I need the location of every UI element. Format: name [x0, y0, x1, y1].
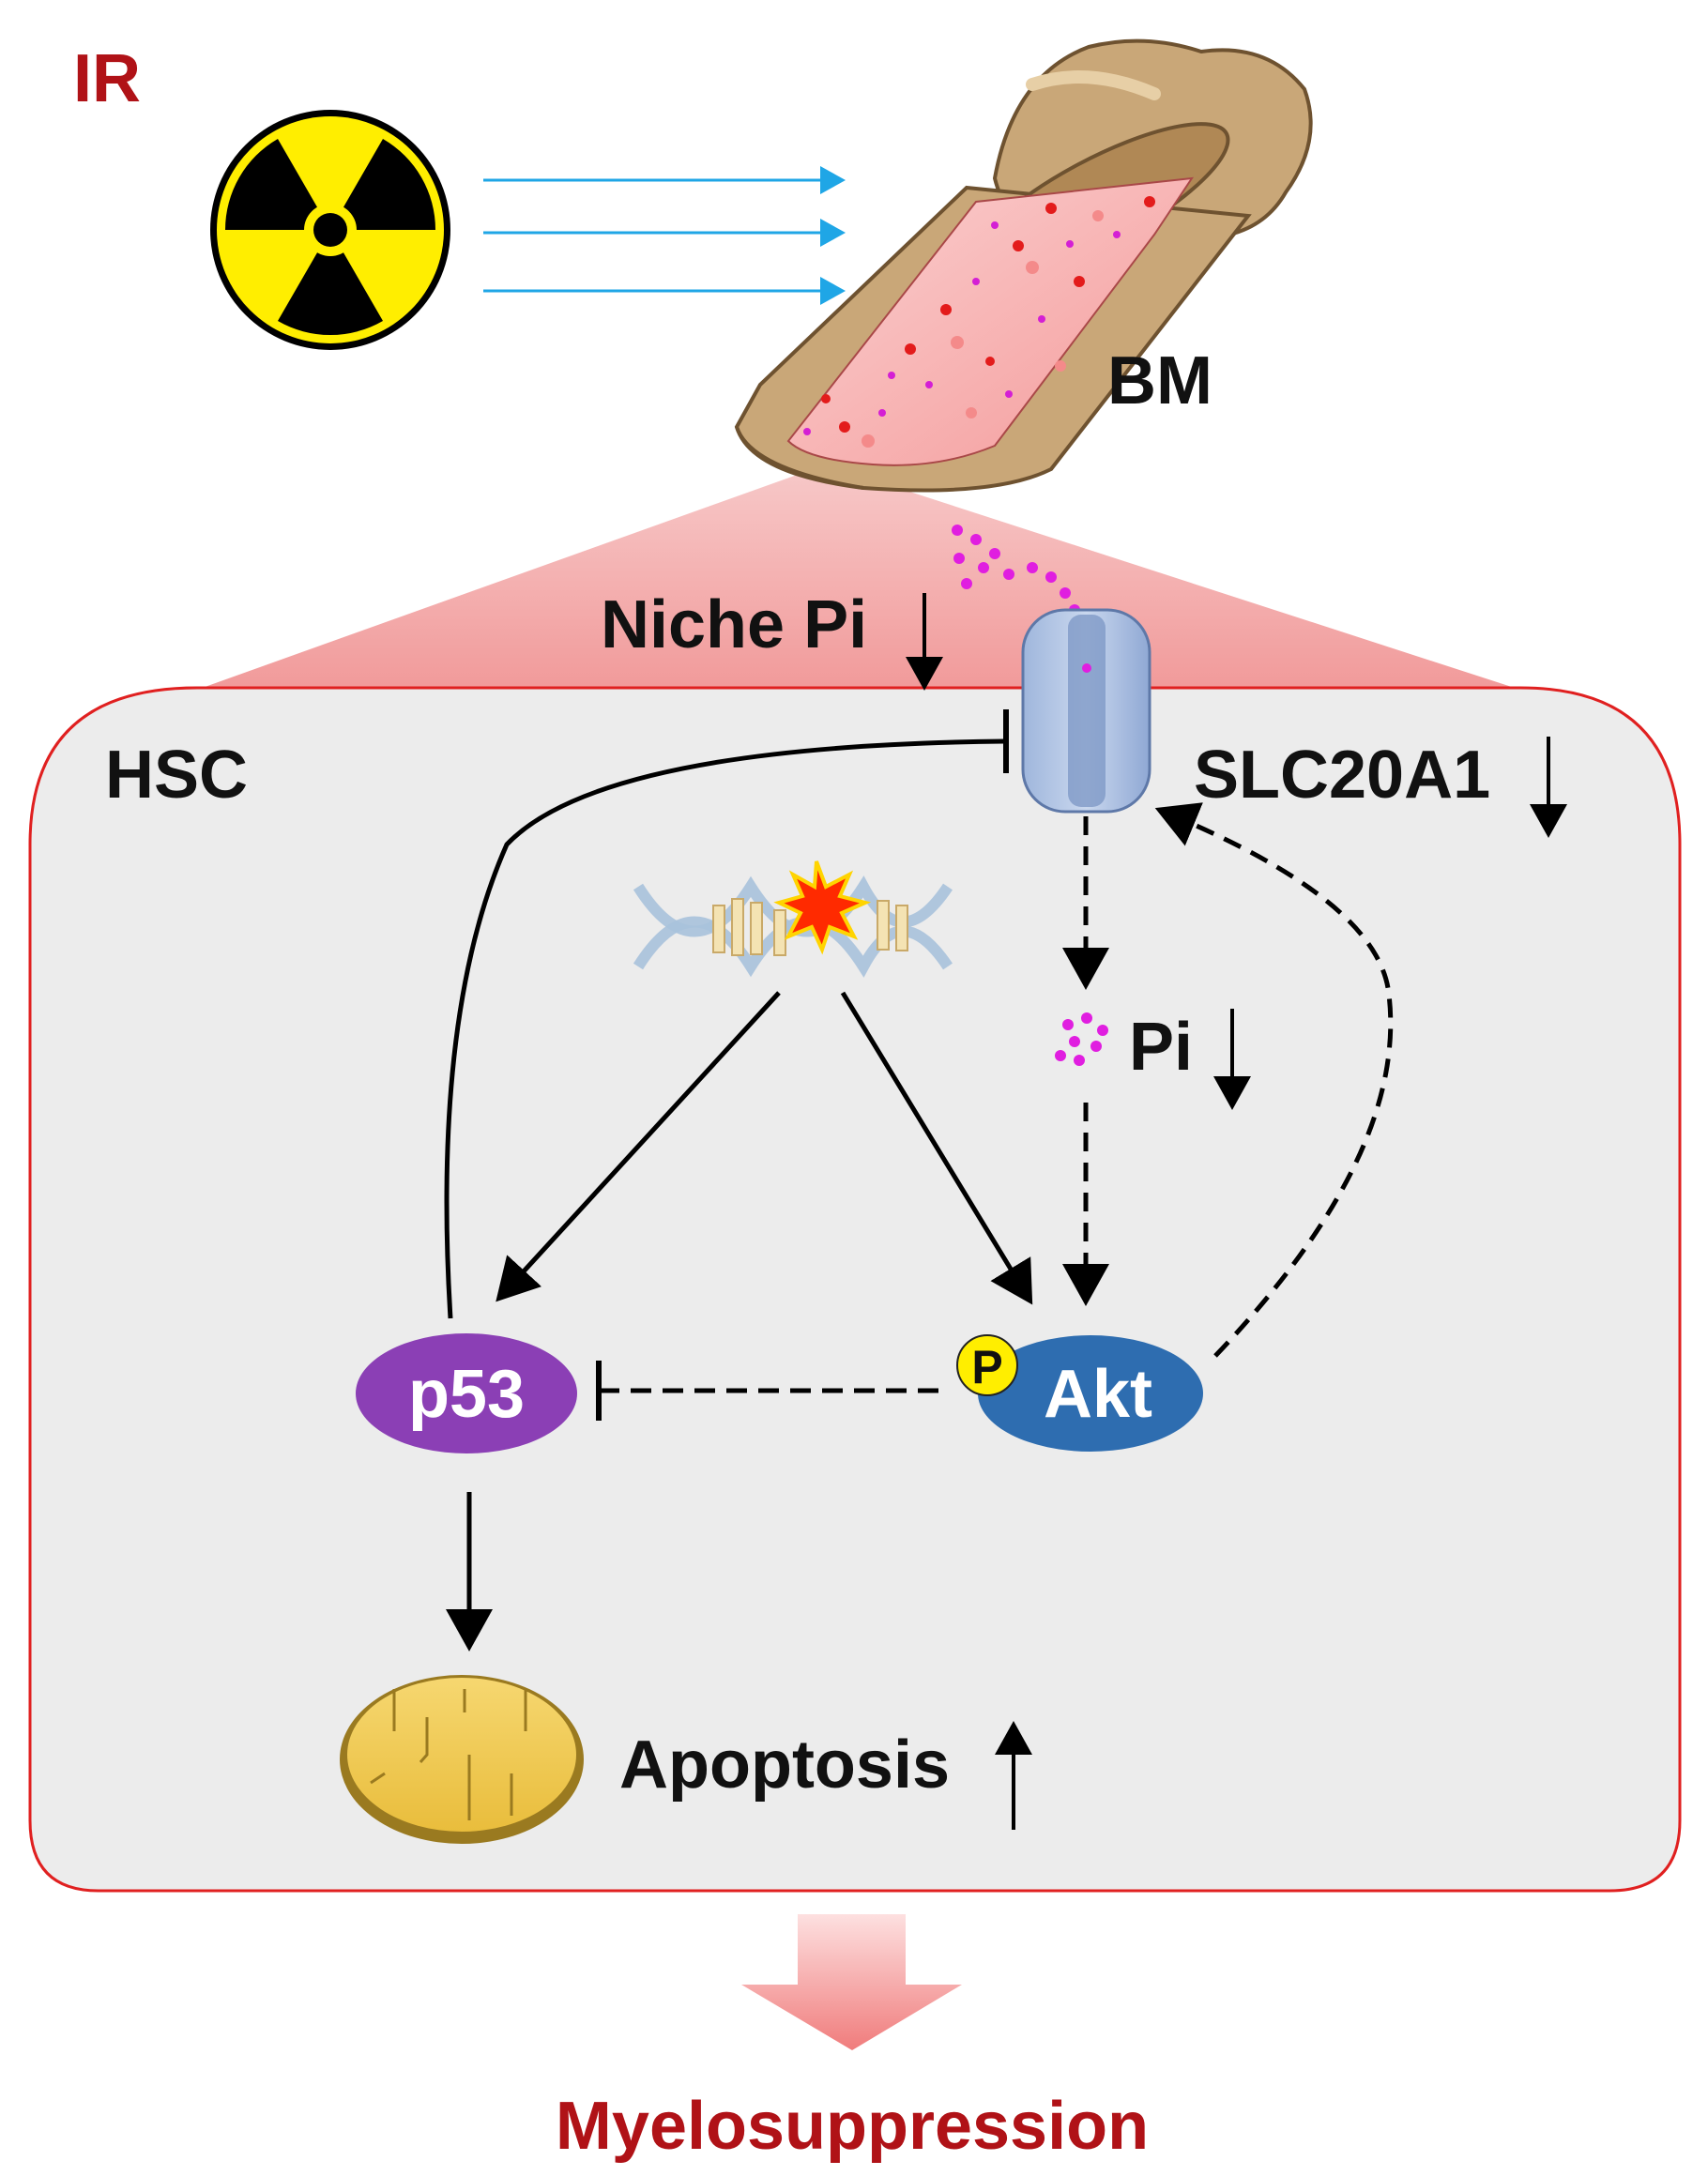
phospho-badge — [956, 1334, 1018, 1396]
intracellular-pi-particles — [1055, 1012, 1108, 1066]
pi-label: Pi — [1129, 1010, 1193, 1085]
dna-to-akt-edge — [840, 991, 1033, 1305]
membrane-transporter-icon — [1021, 608, 1151, 814]
p53-inhibits-transporter-edge — [444, 738, 1005, 1319]
akt-node: Akt P — [956, 1334, 1203, 1452]
slc20a1-label: SLC20A1 — [1194, 738, 1490, 813]
damaged-dna-icon — [633, 860, 953, 978]
ir-label: IR — [73, 41, 141, 116]
zoom-fan — [197, 464, 1520, 690]
bm-label: BM — [1107, 343, 1212, 418]
radiation-hazard-icon — [210, 110, 450, 350]
outcome-label: Myelosuppression — [556, 2089, 1149, 2164]
apoptosis-label: Apoptosis — [619, 1727, 950, 1803]
p53-node: p53 — [356, 1333, 577, 1453]
akt-label: Akt — [1044, 1357, 1152, 1432]
hsc-label: HSC — [105, 738, 248, 813]
phospho-label: P — [971, 1341, 1002, 1393]
niche-pi-label: Niche Pi — [601, 587, 867, 662]
hsc-cell — [28, 686, 1682, 1893]
akt-to-transporter-edge — [1154, 802, 1394, 1358]
radiation-rays — [483, 166, 846, 305]
p53-label: p53 — [408, 1357, 525, 1432]
outcome-arrow — [741, 1914, 962, 2050]
mitochondrion-icon — [340, 1675, 584, 1844]
bone-marrow-icon — [734, 38, 1313, 493]
dna-to-p53-edge — [496, 991, 781, 1302]
